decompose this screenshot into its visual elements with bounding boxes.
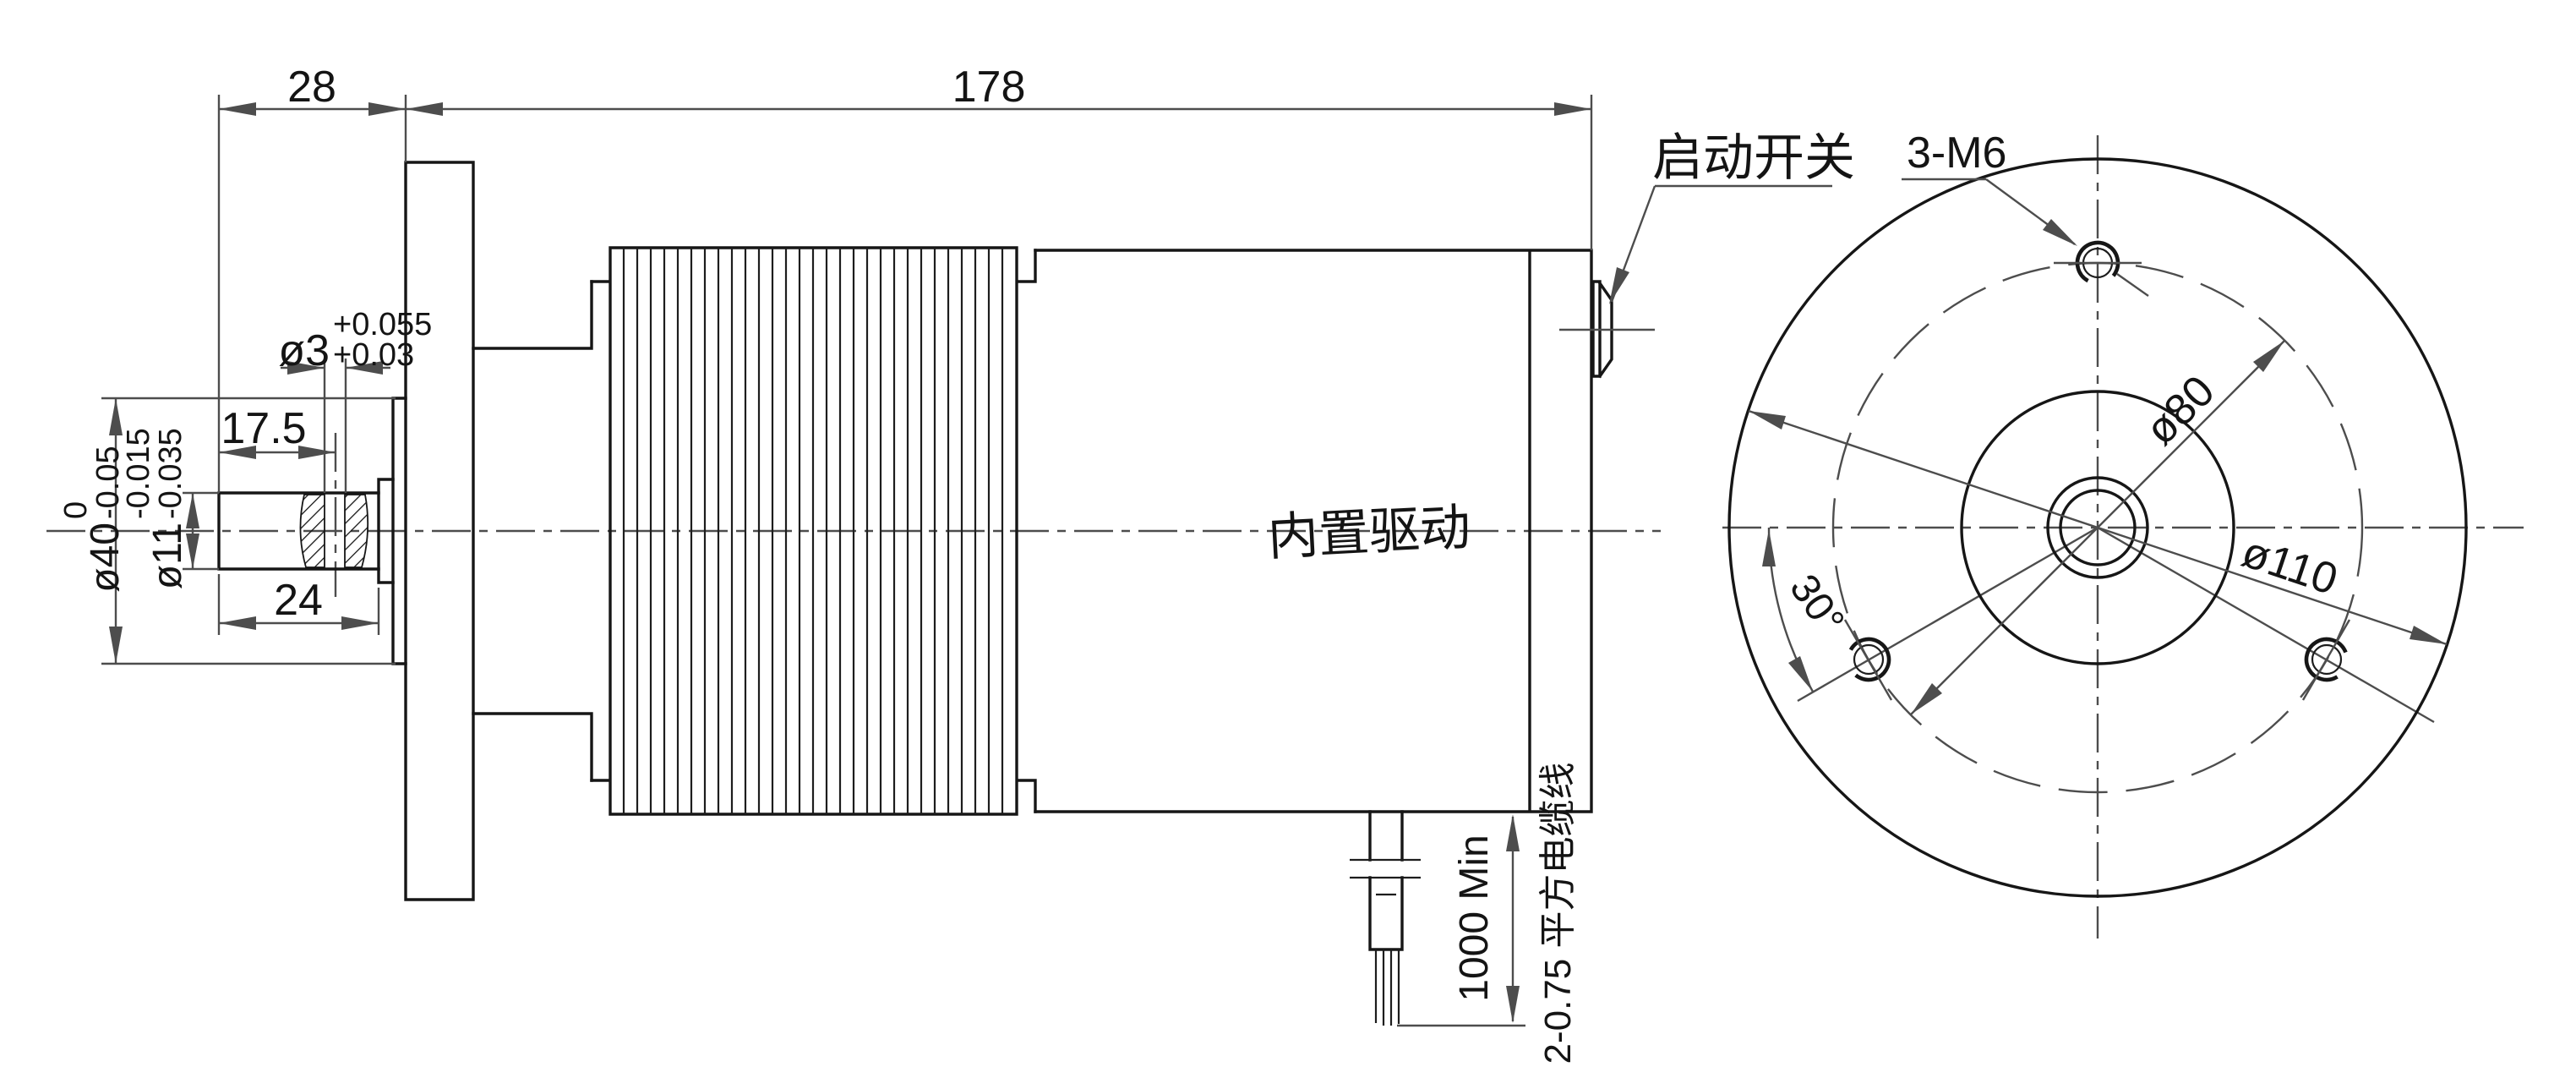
dimension-pilot-dia: ø40 0 -0.05 (58, 397, 396, 665)
hole-angle-text: 30° (1781, 566, 1853, 643)
mounting-hole-top (2054, 240, 2142, 286)
flange-circles (1727, 157, 2468, 898)
dim-178-text: 178 (952, 63, 1026, 112)
dim-17-5-text: 17.5 (221, 404, 306, 453)
section-hatch-right (344, 494, 369, 568)
start-switch (1559, 280, 1655, 379)
cable-break-lines (1350, 858, 1421, 879)
flange-outer-circle (1727, 157, 2468, 898)
thread-callout: 3-M6 (1902, 129, 2149, 297)
hub-circle (2046, 476, 2149, 579)
side-view: 28 178 17.5 24 ø3 +0.055 +0.03 (46, 63, 1855, 1064)
cable-wires (1374, 949, 1400, 1026)
cross-hole-upper-tol: +0.055 (333, 307, 432, 342)
pilot-dia-text: ø40 (83, 523, 128, 593)
switch-callout: 启动开关 (1609, 129, 1855, 304)
shaft-dia-text: ø11 (145, 523, 190, 589)
radial-line-lower-right (2097, 526, 2435, 724)
dimension-28-178: 28 178 (217, 63, 1593, 493)
end-view-centerlines (1722, 135, 2524, 939)
front-neck (472, 280, 593, 782)
cable-spec-text: 2-0.75 平方电缆线 (1537, 763, 1579, 1064)
bolt-circle-dia-text: ø80 (2136, 366, 2224, 454)
switch-label: 启动开关 (1652, 129, 1855, 186)
cooling-fins (622, 248, 1004, 814)
shaft (217, 491, 380, 571)
cross-hole-dia-text: ø3 (278, 326, 330, 375)
cable-length-text: 1000 Min (1452, 835, 1497, 1001)
thread-label: 3-M6 (1907, 129, 2006, 178)
dim-24-text: 24 (274, 576, 323, 625)
dimension-hole-angle: 30° (1762, 527, 1853, 692)
shaft-lower-tol: -0.035 (153, 428, 188, 519)
pilot-lower-tol: -0.05 (90, 446, 126, 519)
flange (404, 161, 475, 901)
mounting-holes (1843, 240, 2351, 701)
cross-hole-lower-tol: +0.03 (333, 337, 414, 373)
shaft-hub (377, 478, 395, 584)
dimension-shaft-dia: ø11 -0.015 -0.035 (121, 428, 219, 589)
section-hatch-left (299, 494, 325, 568)
mounting-hole-lower-left (1843, 619, 1893, 701)
shaft-upper-tol: -0.015 (121, 428, 156, 519)
dimension-17-5: 17.5 (219, 404, 336, 459)
dim-28-text: 28 (287, 63, 336, 112)
radial-line-lower-left (1797, 526, 2098, 703)
flange-dia-text: ø110 (2236, 528, 2344, 605)
end-view: 3-M6 ø80 ø110 30 (1722, 129, 2524, 939)
rear-housing (1034, 249, 1593, 813)
fin-block (590, 246, 1037, 816)
pilot-circle (1960, 390, 2235, 665)
mounting-hole-lower-right (2301, 619, 2351, 701)
dimension-cross-hole: ø3 +0.055 +0.03 (278, 307, 432, 493)
dimension-24: 24 (217, 574, 380, 635)
drive-label: 内置驱动 (1266, 499, 1471, 566)
shaft-circle (2059, 489, 2137, 566)
cable-assembly (1350, 810, 1421, 1026)
pilot-upper-tol: 0 (58, 501, 94, 519)
dimension-cable-length: 1000 Min 2-0.75 平方电缆线 (1397, 763, 1579, 1064)
